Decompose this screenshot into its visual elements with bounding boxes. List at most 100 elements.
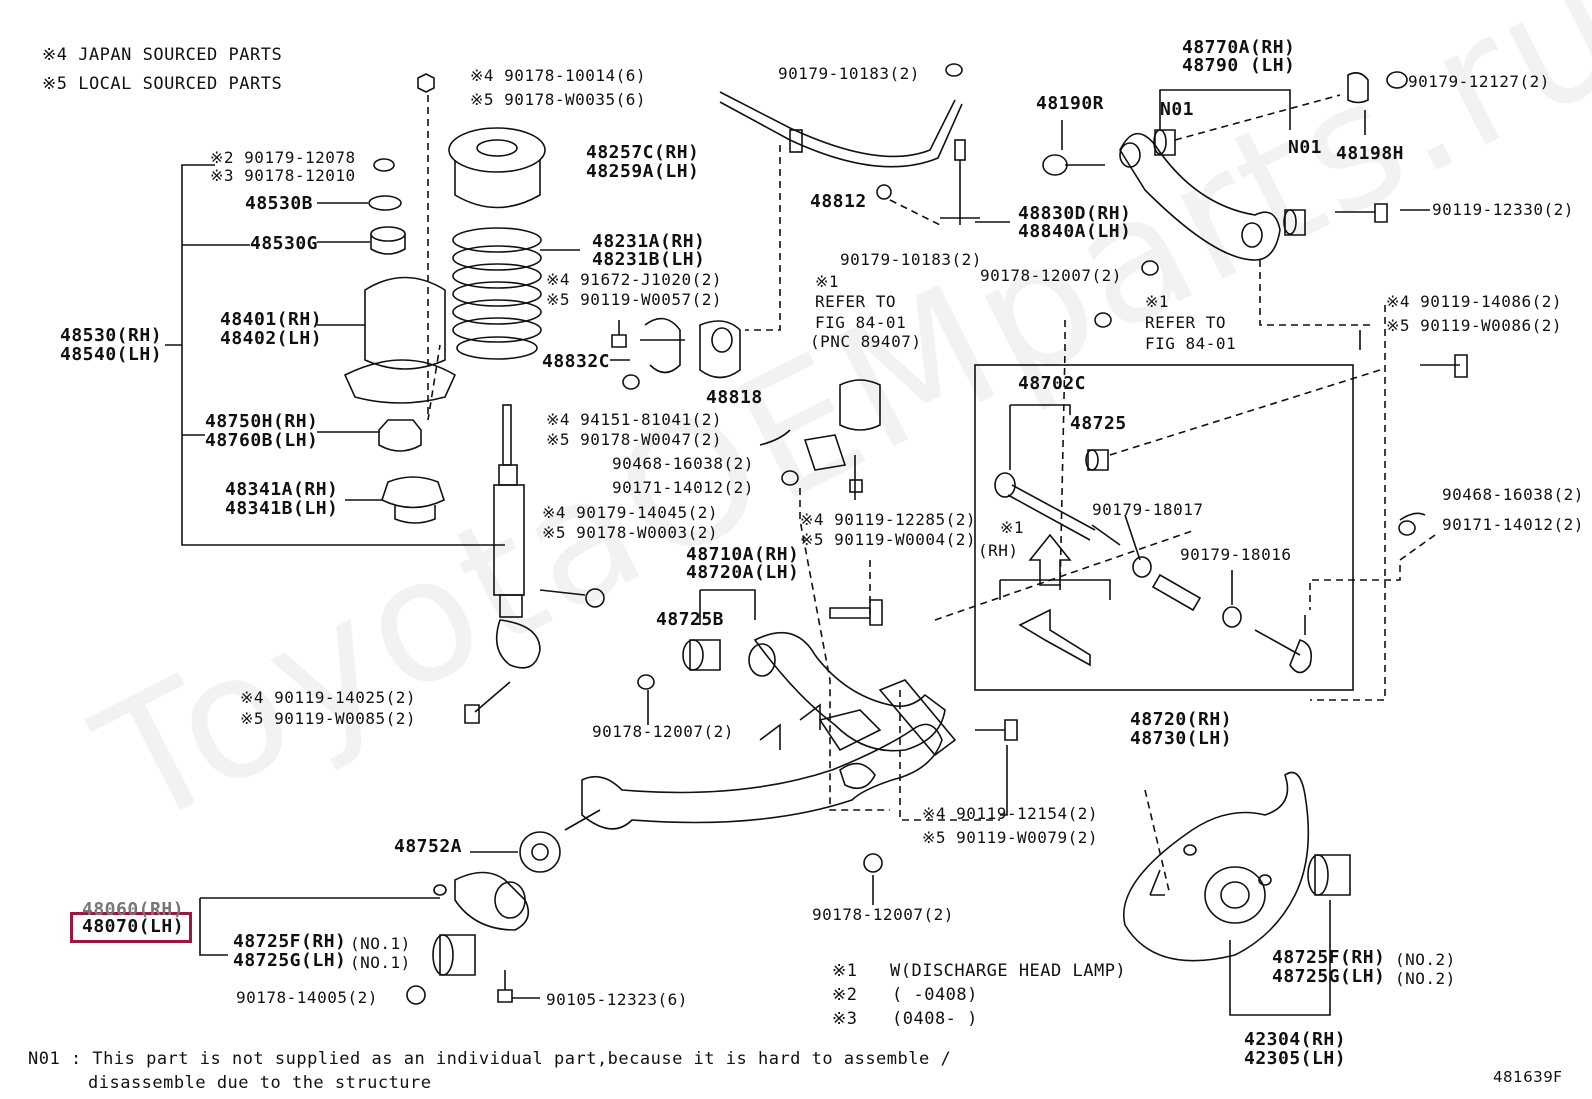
part-label[interactable]: ※4 91672-J1020(2) [546,270,723,289]
part-label[interactable]: 48832C [542,351,611,372]
part-label[interactable]: ※4 90179-14045(2) [542,503,719,522]
bolt-90119-12330 [1335,203,1388,223]
part-label[interactable]: 48710A(RH) [686,544,800,565]
selected-part-highlight [70,912,192,943]
part-label[interactable]: 90105-12323(6) [546,990,688,1009]
footnote-2-text: ( -0408) [892,985,978,1005]
part-label[interactable]: ※5 90119-W0057(2) [546,290,723,309]
part-label[interactable]: 42305(LH) [1244,1048,1347,1069]
part-label[interactable]: ※3 90178-12010 [210,166,356,185]
bushing-48530g [370,226,406,255]
part-label-highlighted[interactable]: 48070(LH) [82,916,185,937]
part-label[interactable]: 48730(LH) [1130,728,1233,749]
part-label[interactable]: (NO.1) [350,934,411,953]
part-label[interactable]: REFER TO [815,292,897,311]
part-label[interactable]: 90179-10183(2) [778,64,920,83]
part-label[interactable]: 90178-12007(2) [980,266,1122,285]
part-label[interactable]: 48725F(RH) [1272,947,1386,968]
part-label[interactable]: ※4 94151-81041(2) [546,410,723,429]
part-label[interactable]: ※4 90178-10014(6) [470,66,647,85]
part-label[interactable]: 48540(LH) [60,344,163,365]
part-label[interactable]: N01 [1288,137,1323,158]
part-label[interactable]: 48198H [1336,143,1405,164]
part-label[interactable]: ※5 90119-W0085(2) [240,709,417,728]
part-label[interactable]: 90179-12127(2) [1408,72,1550,91]
part-label[interactable]: N01 [1160,99,1195,120]
footnote-1-text: W(DISCHARGE HEAD LAMP) [890,961,1127,981]
bushing-n01-a [1153,129,1176,156]
part-label[interactable]: 48770A(RH) [1182,37,1296,58]
part-label[interactable]: 48725F(RH) [233,931,347,952]
part-label[interactable]: ※5 90178-W0035(6) [470,90,647,109]
part-label[interactable]: 48790 (LH) [1182,55,1296,76]
part-label[interactable]: 48725 [1070,413,1127,434]
nut-90171-right [1398,520,1416,536]
part-label[interactable]: 48401(RH) [220,309,323,330]
part-label[interactable]: 48341B(LH) [225,498,339,519]
part-label[interactable]: 48530(RH) [60,325,163,346]
part-label[interactable]: 48725B [656,609,725,630]
part-label[interactable]: 90119-12330(2) [1432,200,1574,219]
part-label[interactable]: 90178-14005(2) [236,988,378,1007]
part-label[interactable]: 90178-12007(2) [592,722,734,741]
part-label[interactable]: ※4 90119-14086(2) [1386,292,1563,311]
part-label[interactable]: 90468-16038(2) [612,454,754,473]
part-label[interactable]: 90171-14012(2) [612,478,754,497]
nut-90179-18016 [1222,606,1242,628]
part-label[interactable]: (NO.1) [350,953,411,972]
part-label[interactable]: 48720(RH) [1130,709,1233,730]
part-label[interactable]: ※5 90119-W0079(2) [922,828,1099,847]
part-label[interactable]: 48259A(LH) [586,161,700,182]
part-label[interactable]: 48060(RH) [82,899,185,920]
part-label[interactable]: FIG 84-01 [1145,334,1237,353]
part-label[interactable]: ※4 90119-12285(2) [800,510,977,529]
part-label[interactable]: ※4 90119-14025(2) [240,688,417,707]
nut-90179-10183 [876,184,892,200]
part-label[interactable]: ※4 90119-12154(2) [922,804,1099,823]
part-label[interactable]: 48812 [810,191,867,212]
part-label[interactable]: 48190R [1036,93,1105,114]
part-label[interactable]: 48530B [245,193,314,214]
part-label[interactable]: 48402(LH) [220,328,323,349]
bushing-48725f-no2 [1307,854,1351,896]
part-label[interactable]: 48231A(RH) [592,231,706,252]
part-label[interactable]: 90179-18016 [1180,545,1292,564]
part-label[interactable]: 48760B(LH) [205,430,319,451]
part-label[interactable]: 48752A [394,836,463,857]
part-label[interactable]: 48341A(RH) [225,479,339,500]
part-label[interactable]: 90468-16038(2) [1442,485,1584,504]
part-label[interactable]: 48257C(RH) [586,142,700,163]
part-label[interactable]: 90179-10183(2) [840,250,982,269]
part-label[interactable]: 90179-18017 [1092,500,1204,519]
stabilizer-link [940,139,980,225]
part-label[interactable]: 48231B(LH) [592,249,706,270]
part-label[interactable]: ※1 [1145,292,1170,311]
part-label[interactable]: 48725G(LH) [233,950,347,971]
part-label[interactable]: 48530G [250,233,319,254]
part-label[interactable]: ※5 90119-W0086(2) [1386,316,1563,335]
part-label[interactable]: 48830D(RH) [1018,203,1132,224]
part-label[interactable]: ※1 [815,272,840,291]
part-label[interactable]: 48702C [1018,373,1087,394]
part-label[interactable]: 90171-14012(2) [1442,515,1584,534]
part-label[interactable]: 90178-12007(2) [812,905,954,924]
part-label[interactable]: 48750H(RH) [205,411,319,432]
part-label[interactable]: (NO.2) [1395,950,1456,969]
part-label[interactable]: ※5 90178-W0047(2) [546,430,723,449]
part-label[interactable]: ※5 90178-W0003(2) [542,523,719,542]
part-label[interactable]: ※5 90119-W0004(2) [800,530,977,549]
part-label[interactable]: 48725G(LH) [1272,966,1386,987]
part-label[interactable]: (PNC 89407) [810,332,922,351]
part-label[interactable]: (RH) [978,541,1019,560]
part-label[interactable]: ※2 90179-12078 [210,148,356,167]
part-label[interactable]: 48840A(LH) [1018,221,1132,242]
part-label[interactable]: FIG 84-01 [815,313,907,332]
bushing-48725f [432,934,476,976]
part-label[interactable]: 48818 [706,387,763,408]
part-label[interactable]: 42304(RH) [1244,1029,1347,1050]
part-label[interactable]: REFER TO [1145,313,1227,332]
nut-90178-12007-low [863,853,883,873]
part-label[interactable]: ※1 [1000,518,1025,537]
part-label[interactable]: 48720A(LH) [686,562,800,583]
part-label[interactable]: (NO.2) [1395,969,1456,988]
